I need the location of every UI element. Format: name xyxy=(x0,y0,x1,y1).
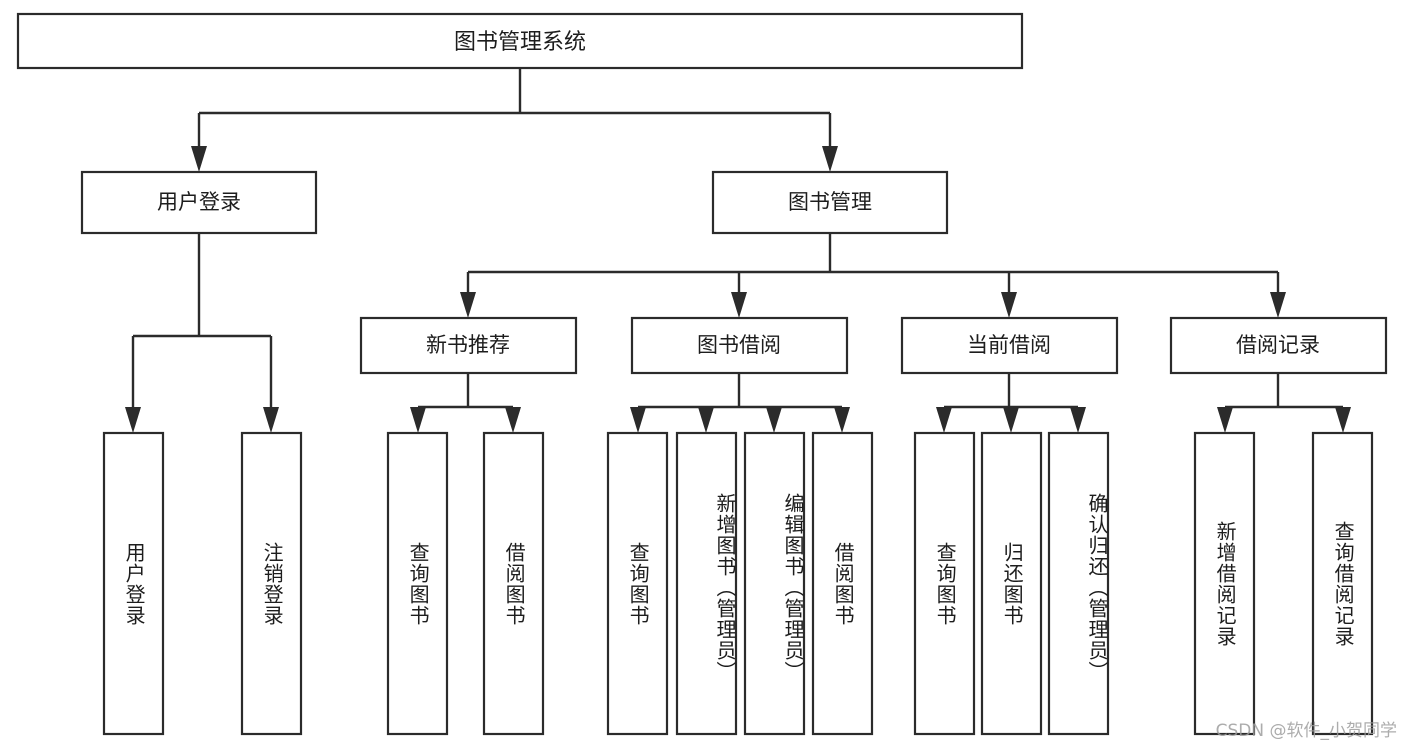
node-borrow-record[interactable]: 借阅记录 xyxy=(1169,316,1388,375)
node-leaf-borrow-book-2[interactable] xyxy=(811,431,874,736)
connector-newbook-to-leaves xyxy=(410,373,521,433)
node-leaf-borrow-book-1[interactable] xyxy=(482,431,545,736)
node-leaf-query-record[interactable] xyxy=(1311,431,1374,736)
connector-currentborrow-to-leaves xyxy=(936,373,1086,433)
node-leaf-return-book[interactable] xyxy=(980,431,1043,736)
csdn-watermark: CSDN @软件_小贺同学 xyxy=(1215,721,1397,741)
node-book-borrow-label: 图书借阅 xyxy=(697,333,781,357)
node-leaf-query-book-1[interactable] xyxy=(386,431,449,736)
node-leaf-query-book-3[interactable] xyxy=(913,431,976,736)
node-book-borrow[interactable]: 图书借阅 xyxy=(630,316,849,375)
node-new-book-recommend-label: 新书推荐 xyxy=(426,333,510,357)
node-leaf-add-record[interactable] xyxy=(1193,431,1256,736)
node-leaf-confirm-return[interactable] xyxy=(1047,431,1110,736)
connector-root-to-level2 xyxy=(191,68,838,172)
node-leaf-user-logout[interactable] xyxy=(240,431,303,736)
node-book-manage[interactable]: 图书管理 xyxy=(711,170,949,235)
node-current-borrow[interactable]: 当前借阅 xyxy=(900,316,1119,375)
node-user-login-label: 用户登录 xyxy=(157,190,241,214)
connector-bookmanage-to-level3 xyxy=(460,233,1286,318)
node-new-book-recommend[interactable]: 新书推荐 xyxy=(359,316,578,375)
node-leaf-user-login[interactable] xyxy=(102,431,165,736)
node-current-borrow-label: 当前借阅 xyxy=(967,333,1051,357)
node-root-label: 图书管理系统 xyxy=(454,30,586,55)
connector-userlogin-to-leaves xyxy=(125,233,279,433)
node-leaf-add-book[interactable] xyxy=(675,431,738,736)
node-leaf-edit-book[interactable] xyxy=(743,431,806,736)
node-leaf-query-book-2[interactable] xyxy=(606,431,669,736)
node-user-login[interactable]: 用户登录 xyxy=(80,170,318,235)
connector-borrowrecord-to-leaves xyxy=(1217,373,1351,433)
connector-bookborrow-to-leaves xyxy=(630,373,850,433)
node-root[interactable]: 图书管理系统 xyxy=(16,12,1024,70)
node-book-manage-label: 图书管理 xyxy=(788,190,872,214)
node-borrow-record-label: 借阅记录 xyxy=(1236,333,1320,357)
